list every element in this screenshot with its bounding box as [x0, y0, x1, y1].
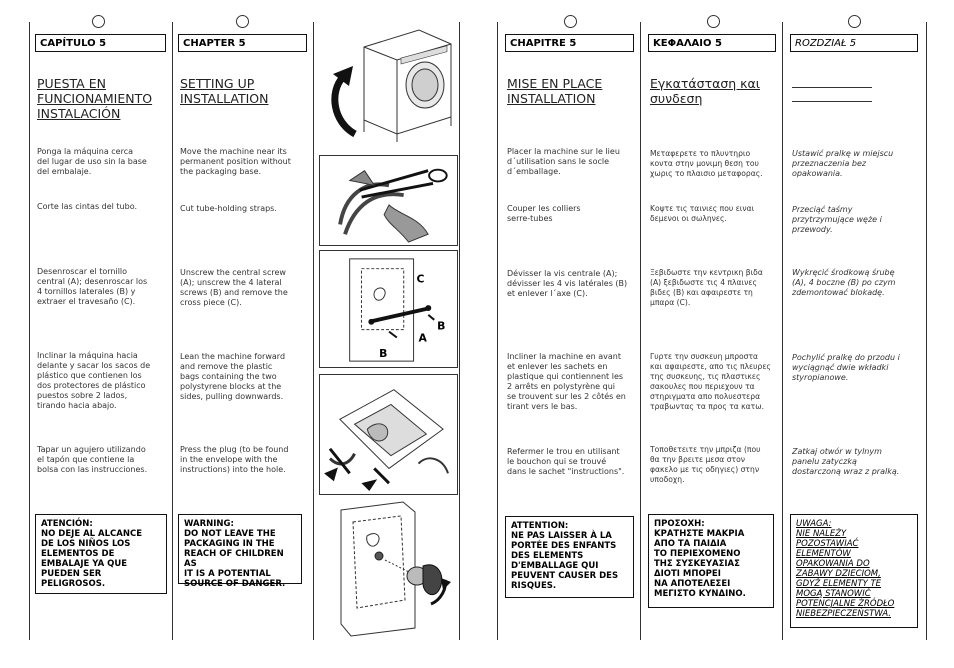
figure-unscrew: C B B A [319, 250, 458, 368]
figure-press-plug [319, 500, 458, 638]
step-paragraph: Dévisser la vis centrale (A);dévisser le… [507, 269, 628, 298]
column-divider [459, 22, 460, 640]
figure-tilt-machine [319, 374, 458, 495]
language-marker [236, 15, 249, 28]
title-line [792, 100, 872, 102]
column-divider [497, 22, 498, 640]
title-line: FUNCIONAMIENTO [37, 91, 153, 106]
step-paragraph: Corte las cintas del tubo. [37, 202, 137, 211]
title-line: INSTALLATION [180, 91, 269, 106]
washing-machine-illustration [331, 29, 452, 142]
section-title: Εγκατάσταση και συνδεση [650, 76, 760, 106]
figure-label-b: B [437, 320, 445, 333]
column-divider [172, 22, 173, 640]
chapter-header: ΚΕΦΑΛΑΙΟ 5 [648, 34, 776, 52]
section-title-blank [792, 86, 872, 102]
title-line [792, 86, 872, 88]
chapter-header: ROZDZIAŁ 5 [790, 34, 918, 52]
language-marker [848, 15, 861, 28]
column-divider [926, 22, 927, 640]
figure-label-b: B [379, 347, 387, 360]
step-paragraph: Ξεβιδωστε την κεντρικη βιδα(A) ξεβιδωστε… [650, 268, 763, 307]
plug-illustration [340, 501, 451, 637]
rear-panel-screws-illustration: C B B A [320, 251, 457, 367]
figure-label-a: A [418, 331, 427, 344]
title-line: INSTALACIÓN [37, 106, 121, 121]
chapter-header: CAPÍTULO 5 [35, 34, 166, 52]
section-title: MISE EN PLACE INSTALLATION [507, 76, 602, 106]
figure-cut-straps [319, 155, 458, 246]
column-divider [640, 22, 641, 640]
column-divider [782, 22, 783, 640]
step-paragraph: Wykręcić środkową śrubę(A), 4 boczne (B)… [792, 268, 896, 297]
chapter-header: CHAPTER 5 [178, 34, 307, 52]
figure-move-machine [319, 22, 458, 150]
section-title: SETTING UP INSTALLATION [180, 76, 269, 106]
language-marker [707, 15, 720, 28]
language-marker [564, 15, 577, 28]
title-line: MISE EN PLACE [507, 76, 603, 91]
step-paragraph: Unscrew the central screw(A); unscrew th… [180, 268, 288, 307]
title-line: INSTALLATION [507, 91, 596, 106]
column-divider [313, 22, 314, 640]
step-paragraph: Cut tube-holding straps. [180, 204, 277, 213]
tilted-machine-illustration [320, 375, 457, 494]
title-line: PUESTA EN [37, 76, 106, 91]
figure-label-c: C [417, 272, 425, 285]
title-line: Εγκατάσταση και [650, 76, 761, 91]
title-line: συνδεση [650, 91, 703, 106]
language-marker [92, 15, 105, 28]
chapter-header: CHAPITRE 5 [505, 34, 634, 52]
scissors-illustration [320, 156, 457, 245]
title-line: SETTING UP [180, 76, 255, 91]
column-divider [29, 22, 30, 640]
section-title: PUESTA EN FUNCIONAMIENTO INSTALACIÓN [37, 76, 152, 121]
